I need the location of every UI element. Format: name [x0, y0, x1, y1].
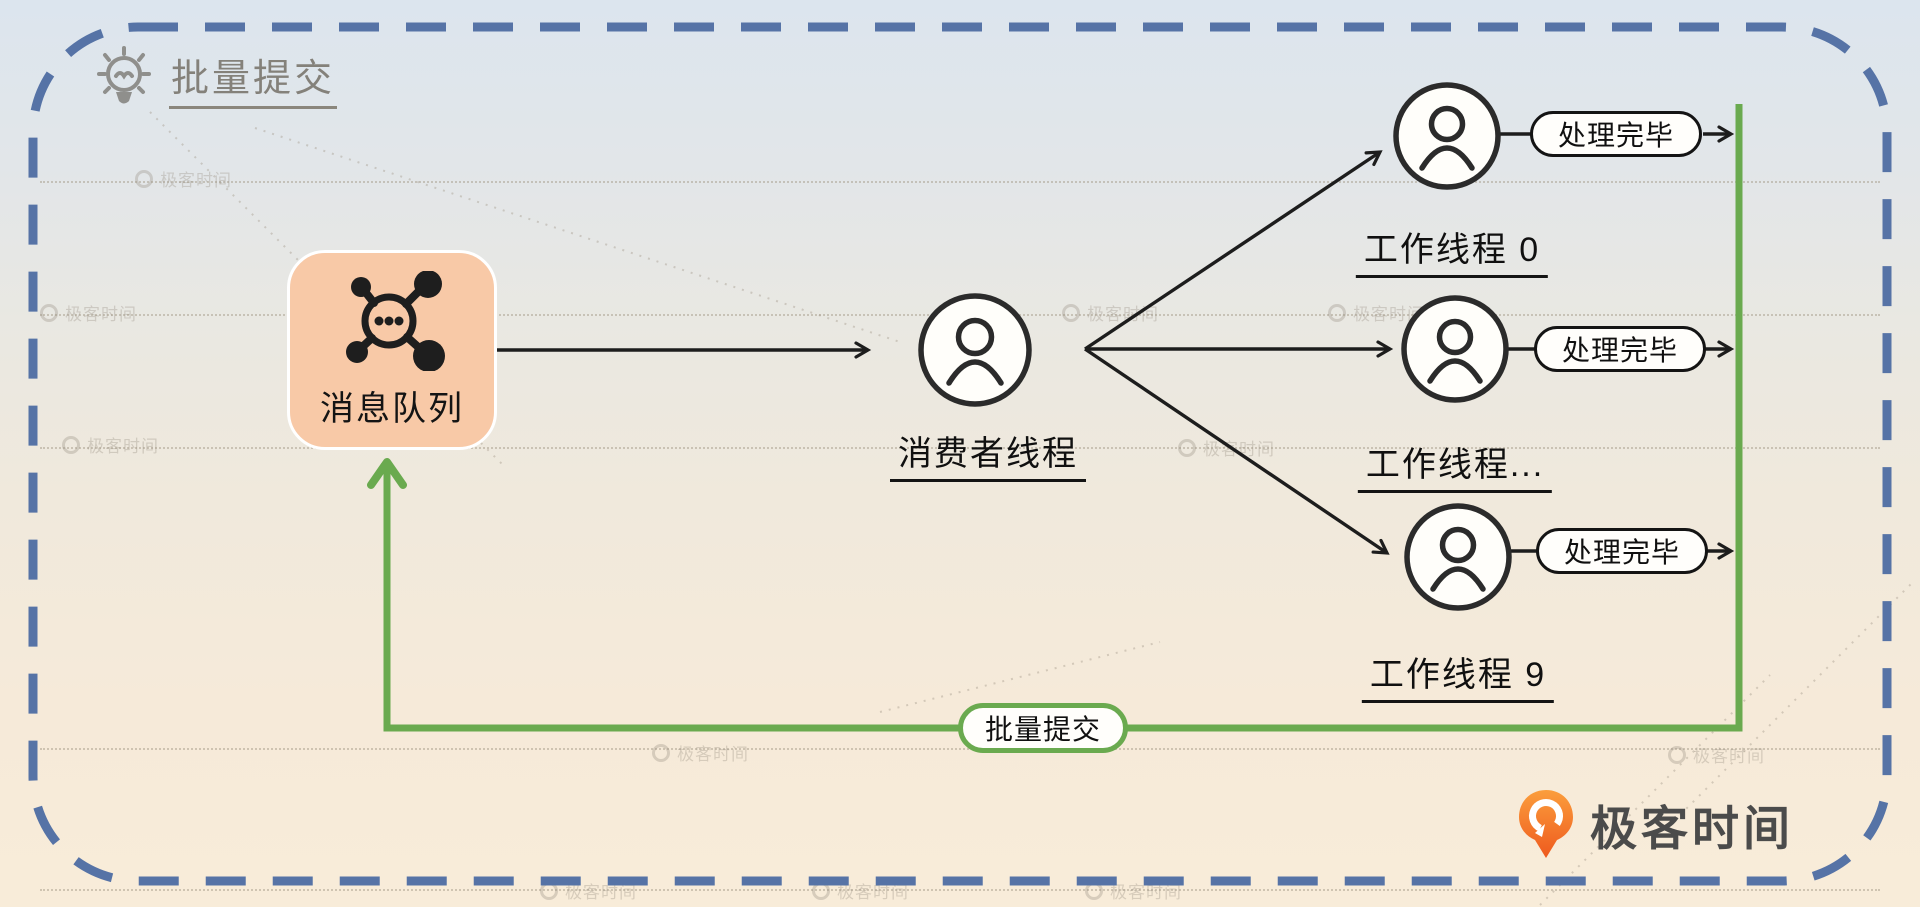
worker-mid-label: 工作线程... [1357, 437, 1553, 493]
watermark-logo-icon [652, 743, 670, 762]
worker-9-label: 工作线程 9 [1361, 647, 1555, 703]
brand-logo: 极客时间 [1516, 788, 1794, 860]
worker-0-person-icon [1393, 82, 1501, 190]
watermark-logo-icon [1668, 745, 1686, 764]
message-queue-node: 消息队列 [287, 250, 497, 450]
lightbulb-icon [97, 46, 151, 104]
brand-logo-text: 极客时间 [1590, 801, 1794, 855]
watermark: 极客时间 [40, 300, 137, 325]
batch-commit-badge: 批量提交 [958, 703, 1128, 753]
watermark-logo-icon [1062, 303, 1080, 322]
watermark: 极客时间 [1178, 435, 1275, 460]
lightbulb-base [116, 92, 132, 104]
geektime-logo-icon [1519, 790, 1573, 858]
worker-mid-status-badge: 处理完毕 [1534, 326, 1706, 372]
watermark: 极客时间 [62, 432, 159, 457]
dotted-guide-line [40, 748, 1880, 750]
watermark-logo-icon [135, 169, 153, 188]
watermark: 极客时间 [1668, 742, 1765, 767]
watermark-logo-icon [1178, 438, 1196, 457]
dotted-guide-line [40, 181, 1880, 183]
consumer-person-icon [918, 293, 1032, 407]
dashed-border [28, 22, 1892, 886]
worker-0-label: 工作线程 0 [1355, 222, 1549, 278]
message-queue-icon [346, 270, 445, 371]
watermark-logo-icon [1328, 303, 1346, 322]
watermark: 极客时间 [1062, 300, 1159, 325]
consumer-label: 消费者线程 [890, 426, 1086, 482]
diagram-title: 批量提交 [95, 46, 338, 110]
watermark: 极客时间 [135, 166, 232, 191]
watermark: 极客时间 [652, 740, 749, 765]
dotted-guide-line [40, 889, 1880, 891]
batch-commit-path [367, 104, 1743, 732]
dotted-guide-line [40, 447, 1880, 449]
worker-9-status-badge: 处理完毕 [1536, 528, 1708, 574]
worker-mid-person-icon [1401, 295, 1509, 403]
worker-0-status-badge: 处理完毕 [1530, 111, 1702, 157]
title-text: 批量提交 [169, 47, 338, 109]
worker-9-person-icon [1404, 503, 1512, 611]
watermark-logo-icon [62, 435, 80, 454]
diagonal-guides [149, 111, 1916, 906]
watermark: 极客时间 [1328, 300, 1425, 325]
watermark-logo-icon [40, 303, 58, 322]
message-queue-label: 消息队列 [320, 389, 464, 428]
